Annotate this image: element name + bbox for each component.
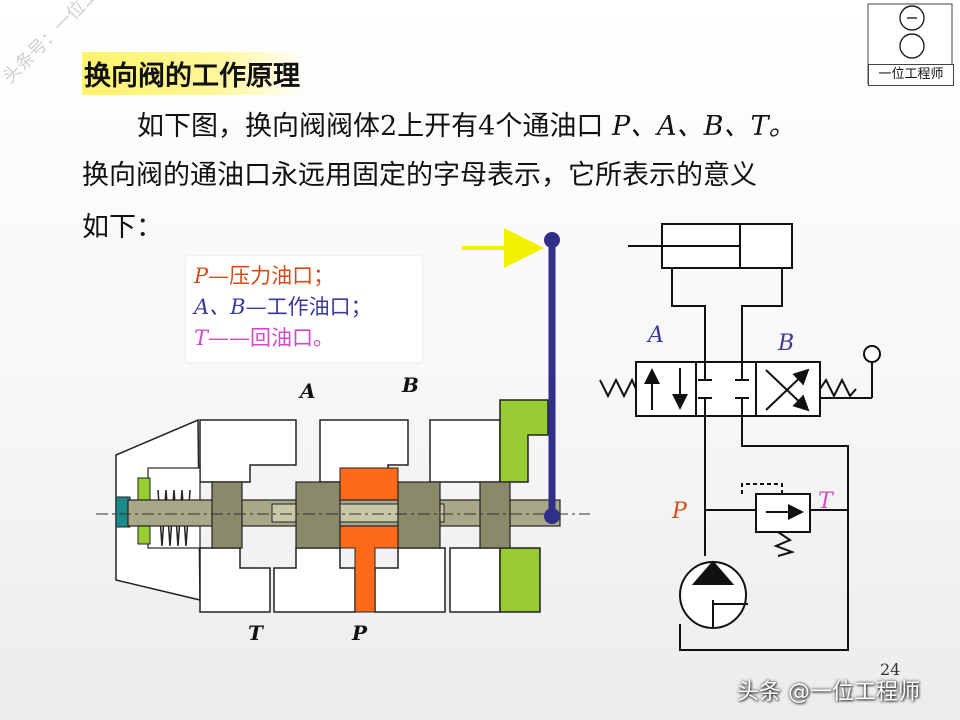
- legend-t-text: ——回油口。: [208, 326, 335, 350]
- legend-p-letter: P: [194, 264, 209, 288]
- body-lower-4: [449, 547, 501, 613]
- logo-text: 一位工程师: [868, 64, 954, 86]
- lever-bottom-pin: [544, 508, 560, 524]
- cutaway-valve: A B T P: [96, 228, 590, 645]
- legend-pressure-port: P—压力油口；: [194, 262, 334, 290]
- paragraph-line-1-ports: P、A、B、T。: [611, 111, 796, 142]
- logo-circle-bottom: [899, 33, 925, 59]
- paragraph-line-2: 换向阀的通油口永远用固定的字母表示，它所表示的意义: [82, 160, 757, 191]
- slide-title: 换向阀的工作原理: [82, 52, 306, 95]
- body-upper-1: [199, 419, 297, 483]
- cutaway-label-p: P: [351, 621, 368, 645]
- spool-land-3: [397, 481, 441, 549]
- legend-t-letter: T: [194, 326, 209, 350]
- cutaway-label-t: T: [248, 621, 265, 645]
- cutaway-label-a: A: [298, 379, 316, 403]
- spool-land-1: [211, 481, 243, 549]
- valve-box-left: [635, 361, 697, 417]
- body-lower-1: [199, 547, 271, 613]
- valve-spring-right-icon: [819, 377, 857, 399]
- cutaway-label-b: B: [401, 373, 419, 397]
- page-number: 24: [880, 660, 901, 679]
- body-upper-3: [429, 419, 501, 483]
- symbol-label-b: B: [777, 331, 794, 356]
- spool-land-4: [479, 481, 511, 549]
- spool-land-2: [295, 481, 341, 549]
- spring-icon: [157, 489, 191, 547]
- legend-ab-text: —工作油口；: [245, 295, 372, 319]
- right-cap-upper: [499, 399, 549, 483]
- legend-return-port: T——回油口。: [194, 324, 334, 352]
- legend-ab-letters: A、B: [194, 295, 246, 319]
- lever-top-pin: [544, 232, 560, 248]
- paragraph-line-3: 如下：: [82, 212, 163, 243]
- watermark-bottom: 头条 @一位工程师: [737, 680, 920, 705]
- handle-icon: [863, 345, 881, 363]
- hydraulic-symbol: A B P T: [599, 223, 881, 651]
- body-lower-2: [273, 547, 356, 613]
- valve-spring-left-icon: [599, 377, 637, 399]
- legend-p-text: —压力油口；: [208, 264, 335, 288]
- legend-work-ports: A、B—工作油口；: [194, 293, 372, 321]
- right-cap-lower: [499, 547, 541, 613]
- paragraph-line-1: 如下图，换向阀阀体2上开有4个通油口 P、A、B、T。: [137, 108, 795, 146]
- paragraph-line-1-text: 如下图，换向阀阀体2上开有4个通油口: [137, 111, 604, 142]
- symbol-label-a: A: [646, 323, 664, 348]
- symbol-label-p: P: [671, 499, 688, 524]
- body-lower-3: [374, 547, 446, 613]
- legend-box: [186, 256, 422, 362]
- symbol-label-t: T: [818, 489, 835, 514]
